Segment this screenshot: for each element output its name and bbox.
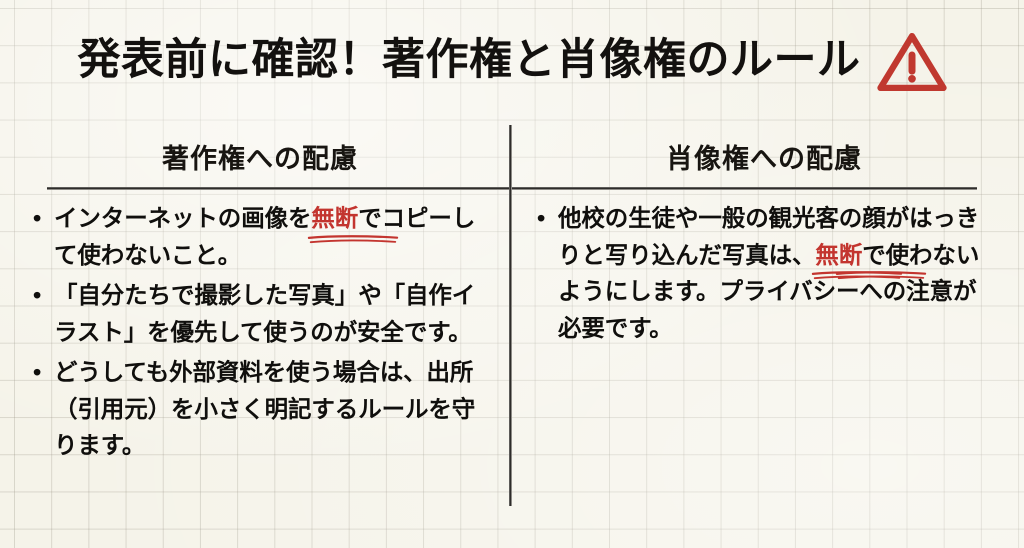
bullet-list-copyright: インターネットの画像を無断でコピーして使わないこと。「自分たちで撮影した写真」や… xyxy=(28,200,492,468)
column-copyright: 著作権への配慮 インターネットの画像を無断でコピーして使わないこと。「自分たちで… xyxy=(28,124,492,459)
list-item: 「自分たちで撮影した写真」や「自作イラスト」を優先して使うのが安全です。 xyxy=(28,277,492,350)
column-heading-copyright: 著作権への配慮 xyxy=(162,143,358,174)
bullet-list-portrait-rights: 他校の生徒や一般の観光客の顔がはっきりと写り込んだ写真は、無断で使わないようにし… xyxy=(532,200,996,350)
content-columns: 著作権への配慮 インターネットの画像を無断でコピーして使わないこと。「自分たちで… xyxy=(0,124,1024,524)
emphasized-term: 断 xyxy=(835,237,926,280)
warning-triangle-icon xyxy=(876,32,947,92)
list-item-text: でコピーして使わないこと。 xyxy=(54,205,476,268)
column-portrait-rights: 肖像権への配慮 他校の生徒や一般の観光客の顔がはっきりと写り込んだ写真は、無断で… xyxy=(532,124,996,341)
emphasized-term: 無断 xyxy=(308,200,399,243)
list-item: どうしても外部資料を使う場合は、出所（引用元）を小さく明記するルールを守ります。 xyxy=(28,354,492,464)
column-divider-rule xyxy=(509,125,512,506)
list-item-text: どうしても外部資料を使う場合は、出所（引用元）を小さく明記するルールを守ります。 xyxy=(54,359,476,458)
list-item-text: 「自分たちで撮影した写真」や「自作イラスト」を優先して使うのが安全です。 xyxy=(54,282,476,345)
page-title: 発表前に確認！著作権と肖像権のルール xyxy=(77,37,861,85)
emphasized-term-text: 無 xyxy=(815,241,839,268)
list-item: 他校の生徒や一般の観光客の顔がはっきりと写り込んだ写真は、無断で使わないようにし… xyxy=(532,200,996,346)
red-underline-icon xyxy=(308,234,399,243)
emphasized-term-text: 無断 xyxy=(311,205,359,231)
list-item-text: 他校の生徒や一般の観光客の顔がはっきりと写り込んだ写真は、 xyxy=(558,205,980,268)
list-item-text: で使わないようにします。プライバシーへの注意が必要です。 xyxy=(558,241,980,341)
emphasized-term-text: 断 xyxy=(838,241,863,268)
column-heading-portrait-rights: 肖像権への配慮 xyxy=(666,143,862,174)
header-divider-rule xyxy=(47,187,977,190)
list-item-text: インターネットの画像を xyxy=(54,205,312,231)
slide-title-row: 発表前に確認！著作権と肖像権のルール xyxy=(0,26,1024,96)
red-underline-icon xyxy=(835,271,926,280)
emphasized-term: 無 xyxy=(812,237,903,280)
